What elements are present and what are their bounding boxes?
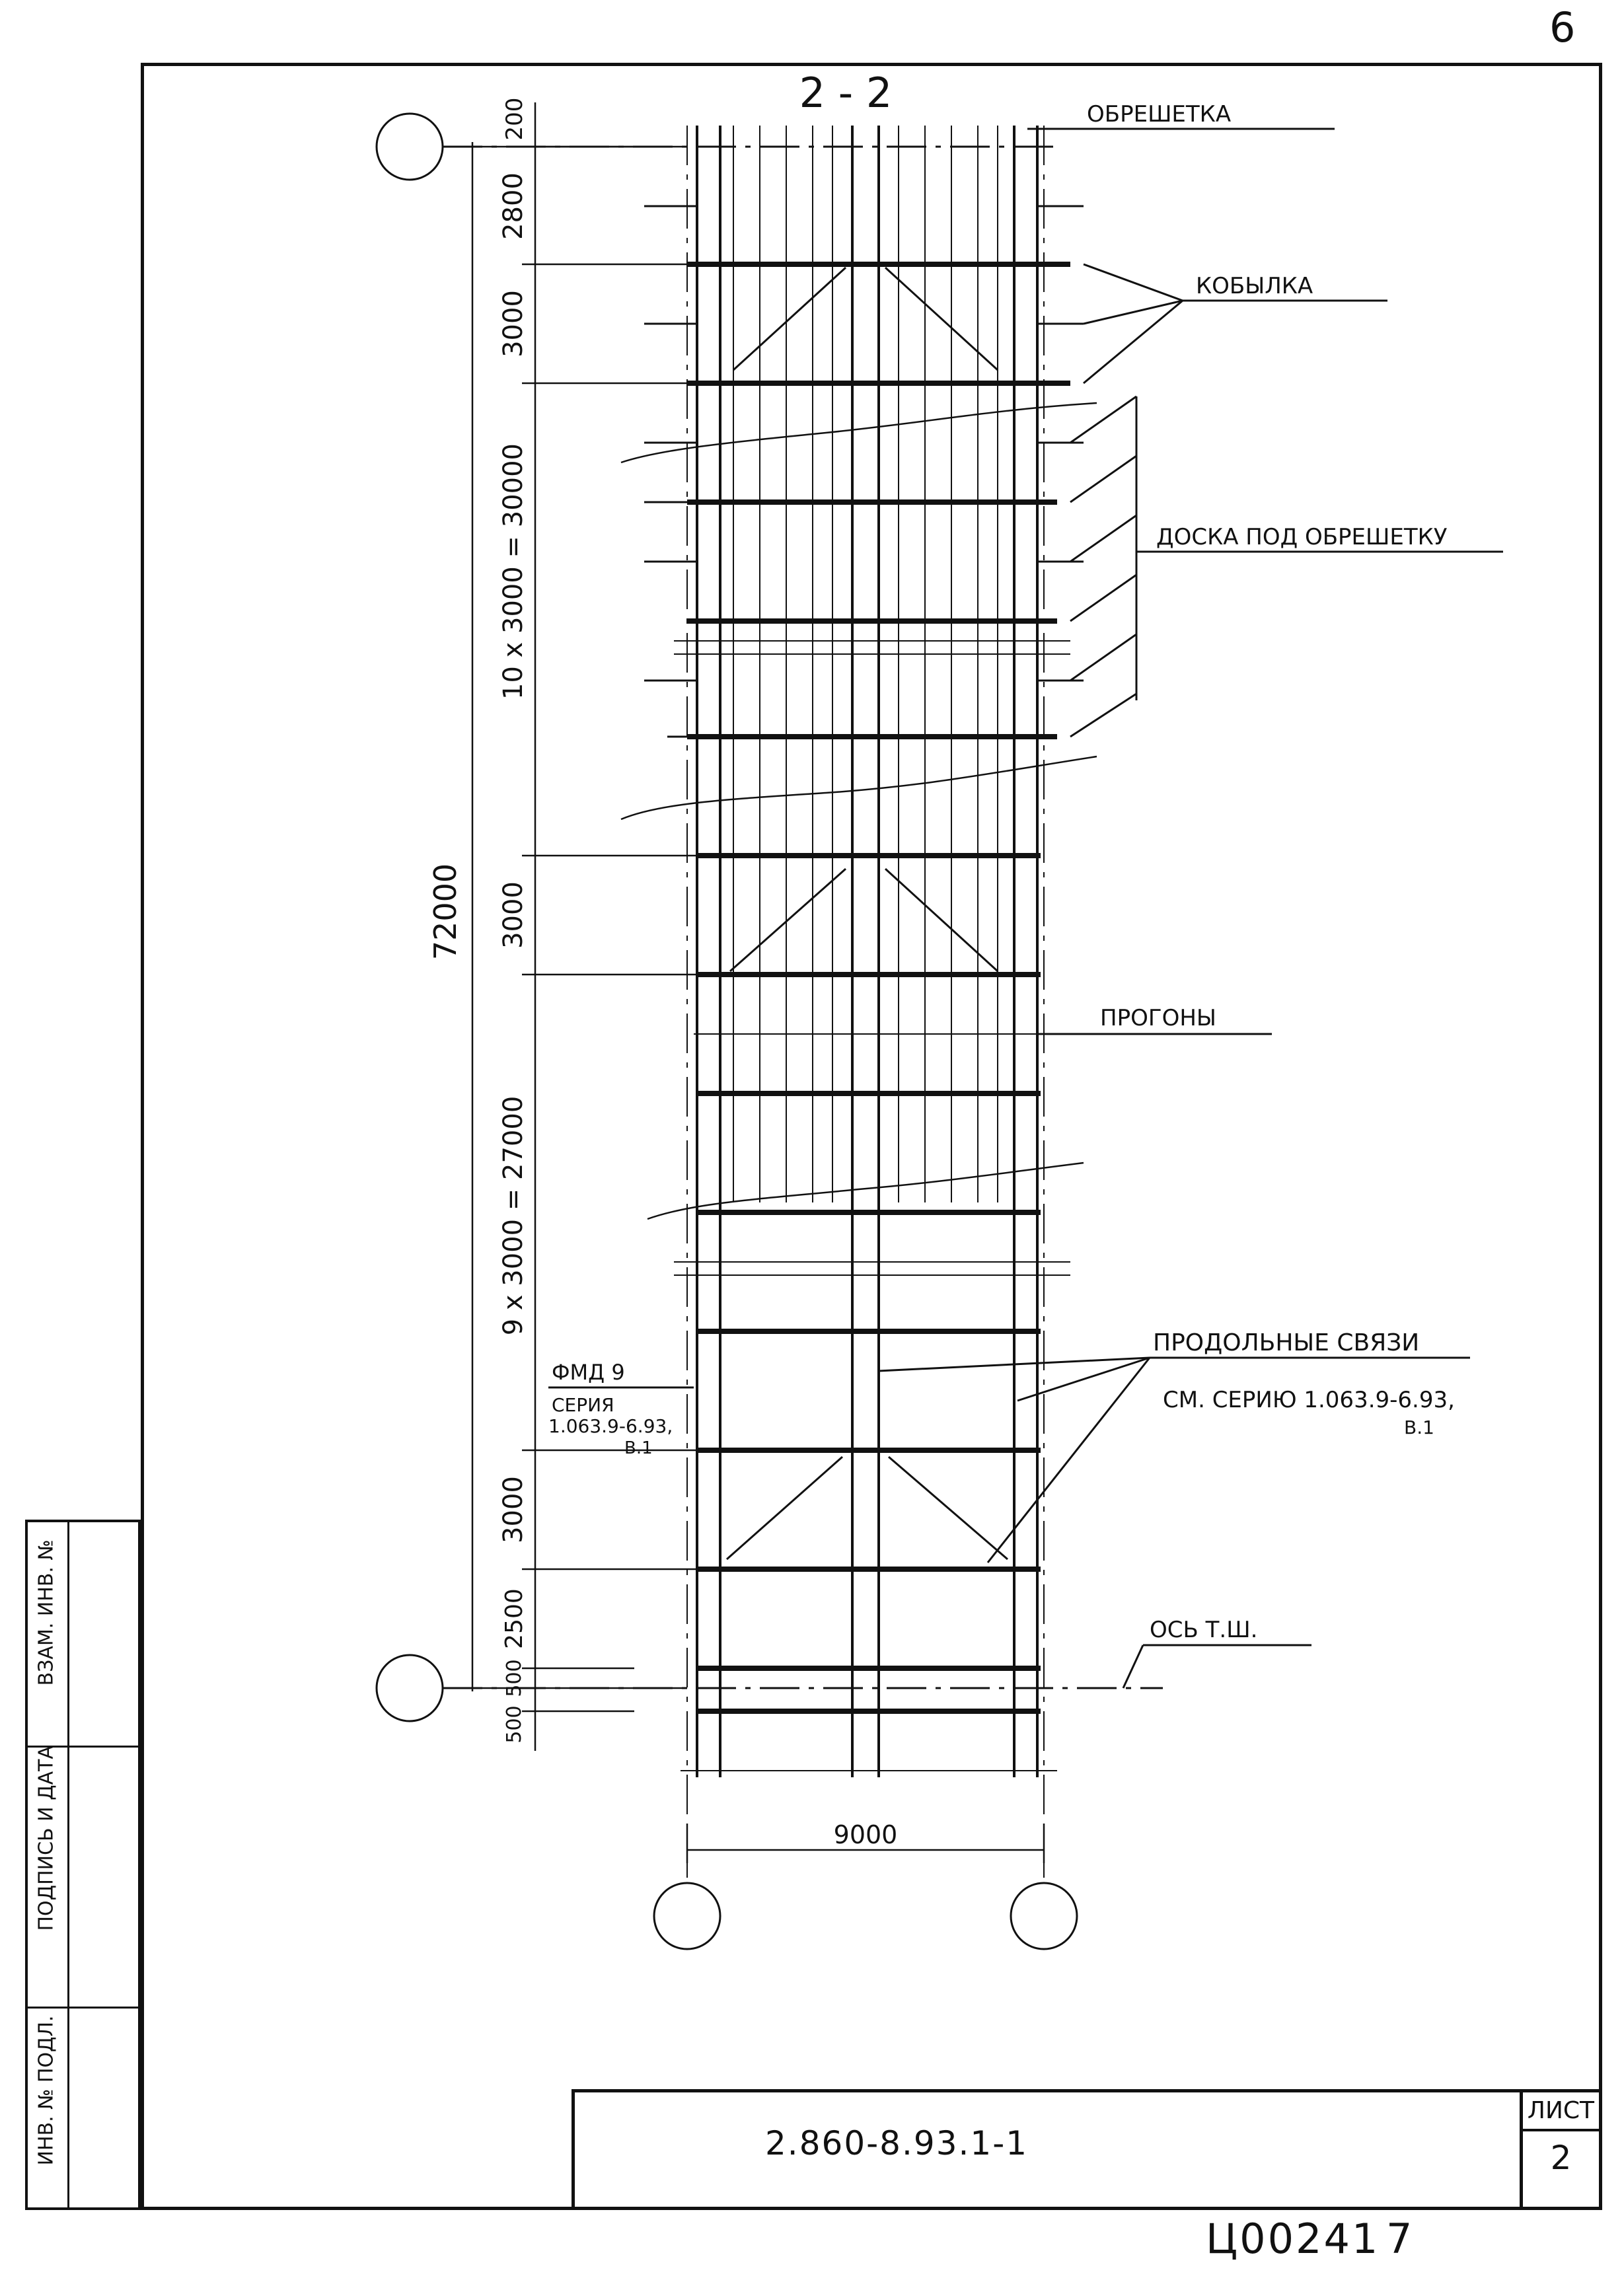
trusses <box>687 262 1070 1714</box>
side-stamp-cells <box>67 1522 143 2207</box>
axis-bubbles <box>375 112 1078 1950</box>
side-stamp-labels: ВЗАМ. ИНВ. № ПОДПИСЬ И ДАТА ИНВ. № ПОДЛ. <box>28 1522 67 2207</box>
dim-3000-b: 3000 <box>498 881 529 949</box>
label-progony: ПРОГОНЫ <box>1100 1005 1216 1031</box>
label-fmd-line1: СЕРИЯ <box>552 1394 614 1416</box>
dim-200: 200 <box>501 98 528 141</box>
axis-bubble-top <box>375 112 444 181</box>
dim-2800: 2800 <box>498 172 529 240</box>
diagonal-braces <box>726 266 1008 1561</box>
dim-30000: 10 x 3000 = 30000 <box>498 443 529 700</box>
label-fmd-line3: В.1 <box>624 1438 653 1458</box>
dim-3000-a: 3000 <box>498 290 529 357</box>
sheet-number: 2 <box>1550 2139 1572 2177</box>
label-prodolnye-ref: СМ. СЕРИЮ 1.063.9-6.93, <box>1163 1387 1455 1413</box>
leader-lines <box>548 128 1503 1689</box>
section-title: 2 - 2 <box>799 69 893 117</box>
sheet-cell: ЛИСТ 2 <box>1520 2092 1599 2207</box>
archive-stamp-number: 7 <box>1386 2215 1413 2263</box>
label-prodolnye-ref2: В.1 <box>1404 1417 1434 1438</box>
axis-bubble-right <box>1010 1882 1078 1950</box>
title-block: 2.860-8.93.1-1 ЛИСТ 2 <box>572 2089 1602 2210</box>
dim-total: 72000 <box>427 864 463 960</box>
label-fmd-title: ФМД 9 <box>552 1360 625 1385</box>
axis-bubble-bottom <box>375 1654 444 1722</box>
break-lines <box>620 402 1097 1220</box>
purlin-stubs <box>644 205 1084 1771</box>
sheet-label: ЛИСТ <box>1523 2092 1599 2131</box>
dim-3000-c: 3000 <box>498 1476 529 1543</box>
label-prodolnye: ПРОДОЛЬНЫЕ СВЯЗИ <box>1153 1329 1419 1356</box>
dim-500-a: 500 <box>503 1659 526 1697</box>
axis-bubble-left <box>653 1882 721 1950</box>
dim-500-b: 500 <box>503 1705 526 1743</box>
label-fmd-line2: 1.063.9-6.93, <box>548 1415 673 1437</box>
label-kobylka: КОБЫЛКА <box>1196 273 1313 299</box>
drawing-code: 2.860-8.93.1-1 <box>765 2124 1029 2162</box>
side-stamp-column: ВЗАМ. ИНВ. № ПОДПИСЬ И ДАТА ИНВ. № ПОДЛ. <box>25 1520 143 2210</box>
label-doska: ДОСКА ПОД ОБРЕШЕТКУ <box>1156 524 1448 550</box>
dim-2500: 2500 <box>501 1588 528 1649</box>
label-axis: ОСЬ Т.Ш. <box>1150 1617 1257 1643</box>
dim-width: 9000 <box>834 1820 898 1849</box>
corner-sheet-number: 6 <box>1549 3 1576 52</box>
archive-stamp: Ц00241 <box>1206 2215 1380 2263</box>
axis-centerlines <box>443 126 1163 1883</box>
dimension-lines <box>462 102 1045 1863</box>
longitudinal-members <box>696 126 1039 1777</box>
dim-27000: 9 x 3000 = 27000 <box>498 1096 529 1336</box>
label-obreshetka: ОБРЕШЕТКА <box>1087 101 1231 128</box>
